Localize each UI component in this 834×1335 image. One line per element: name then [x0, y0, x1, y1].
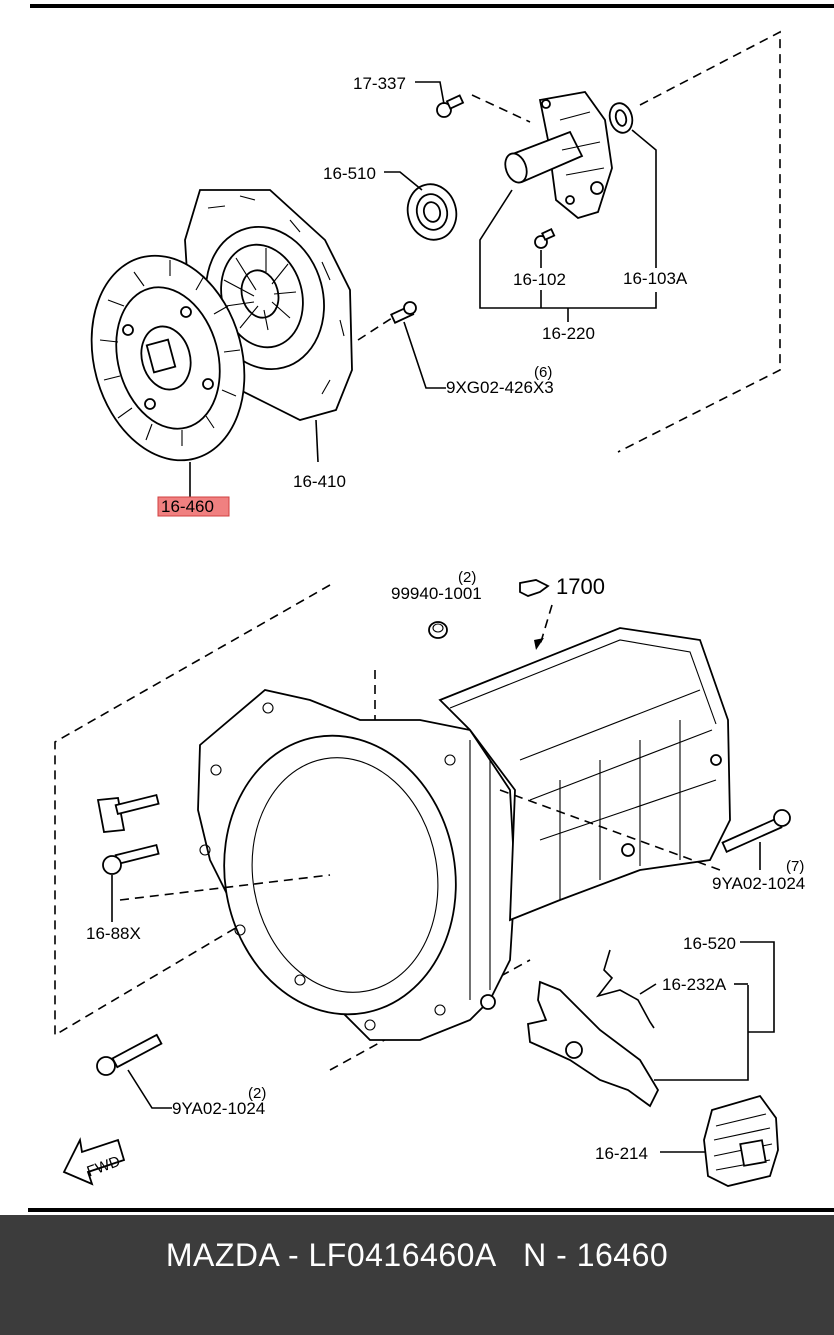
nut-99940-1001	[428, 621, 448, 639]
spring-16-232A	[595, 949, 657, 1029]
studs-16-88X	[96, 793, 160, 922]
label-9YA02-qty-7: (7)	[786, 858, 804, 875]
fwd-arrow-icon: FWD	[62, 1137, 126, 1186]
bolt-9YA02-1024-7	[721, 809, 791, 870]
label-1700[interactable]: 1700	[556, 574, 605, 599]
release-fork-16-520	[527, 980, 749, 1108]
release-bearing-16-510	[384, 171, 458, 241]
bolt-9YA02-1024-2	[96, 1033, 172, 1109]
label-9XG02-426X3[interactable]: 9XG02-426X3	[446, 378, 554, 397]
boot-16-214	[660, 1094, 779, 1187]
pointer-1700	[519, 579, 553, 650]
pressure-plate-16-410	[184, 189, 353, 463]
label-16-102[interactable]: 16-102	[513, 270, 566, 289]
label-16-410[interactable]: 16-410	[293, 472, 346, 491]
label-99940-qty: (2)	[458, 569, 476, 586]
label-99940-1001[interactable]: 99940-1001	[391, 584, 482, 603]
label-16-103A[interactable]: 16-103A	[623, 269, 688, 288]
clutch-guide-16-220	[504, 91, 613, 219]
highlight-box	[157, 496, 230, 517]
label-16-460[interactable]: 16-460	[161, 497, 214, 516]
label-16-88X[interactable]: 16-88X	[86, 924, 141, 943]
bolt-17-337	[415, 81, 465, 118]
label-16-520[interactable]: 16-520	[683, 934, 736, 953]
label-16-232A[interactable]: 16-232A	[662, 975, 727, 994]
part-number-caption: MAZDA - LF0416460A N - 16460	[165, 1237, 669, 1273]
label-9YA02-qty-2: (2)	[248, 1085, 266, 1102]
parts-diagram: 17-337 16-510 16-102 16-103A 16-220 (6) …	[28, 4, 834, 1212]
bolt-9XG02	[390, 301, 446, 389]
label-9XG02-qty: (6)	[534, 364, 552, 381]
bracket-16-220	[479, 189, 657, 322]
label-16-510[interactable]: 16-510	[323, 164, 376, 183]
seal-16-103A	[608, 102, 657, 268]
label-9YA02-1024-7[interactable]: 9YA02-1024	[712, 874, 805, 893]
label-17-337[interactable]: 17-337	[353, 74, 406, 93]
transmission-housing	[119, 627, 731, 1041]
label-16-214[interactable]: 16-214	[595, 1144, 648, 1163]
label-16-220[interactable]: 16-220	[542, 324, 595, 343]
label-9YA02-1024-2[interactable]: 9YA02-1024	[172, 1099, 265, 1118]
bolt-16-102	[534, 227, 556, 268]
bracket-16-520	[734, 941, 775, 1033]
upper-dashed-outline	[357, 30, 781, 453]
clutch-disc-16-460	[90, 254, 246, 497]
footer-bar: MAZDA - LF0416460A N - 16460	[0, 1215, 834, 1335]
